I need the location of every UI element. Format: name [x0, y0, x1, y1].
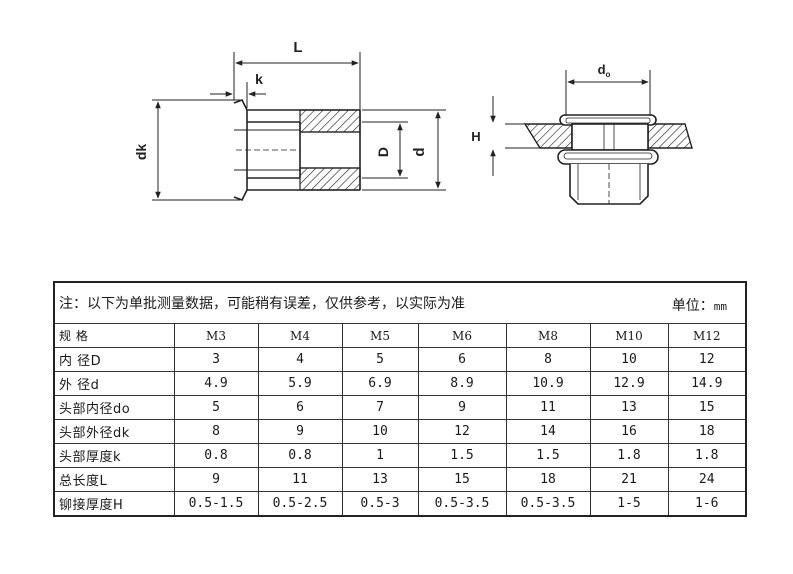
value-cell: 1.8 [667, 443, 747, 468]
label-H: H [471, 129, 480, 144]
value-cell: 8 [173, 419, 259, 444]
value-cell: 18 [667, 419, 747, 444]
row-label: 内 径D [53, 347, 175, 372]
value-cell: 3 [173, 347, 259, 372]
row-label: 头部外径dk [53, 419, 175, 444]
value-cell: 7 [341, 395, 419, 420]
label-L: L [293, 39, 302, 56]
value-cell: 4 [257, 347, 343, 372]
row-label: 外 径d [53, 371, 175, 396]
value-cell: 15 [417, 467, 507, 492]
value-cell: 11 [505, 395, 591, 420]
value-cell: 8.9 [417, 371, 507, 396]
installed-rivet-nut-view [505, 114, 693, 205]
value-cell: 5 [173, 395, 259, 420]
label-D: D [375, 147, 391, 157]
value-cell: 14 [505, 419, 591, 444]
size-cell: M6 [417, 323, 507, 348]
note-row: 注：以下为单批测量数据，可能稍有误差，仅供参考，以实际为准 单位：mm [53, 281, 747, 324]
spec-table: 注：以下为单批测量数据，可能稍有误差，仅供参考，以实际为准 单位：mm 规 格 … [53, 281, 747, 517]
row-label: 铆接厚度H [53, 491, 175, 517]
label-d: d [411, 147, 428, 156]
value-cell: 15 [667, 395, 747, 420]
dimension-d [362, 109, 446, 191]
value-cell: 0.5-3.5 [505, 491, 591, 517]
value-cell: 4.9 [173, 371, 259, 396]
value-cell: 1.5 [505, 443, 591, 468]
value-cell: 10 [589, 347, 669, 372]
value-cell: 0.5-1.5 [173, 491, 259, 517]
value-cell: 10.9 [505, 371, 591, 396]
dimension-dk [152, 99, 240, 201]
size-cell: M10 [589, 323, 669, 348]
value-cell: 16 [589, 419, 669, 444]
value-cell: 9 [173, 467, 259, 492]
dimension-k [210, 82, 266, 108]
label-k: k [255, 71, 263, 87]
dimension-L [233, 52, 361, 110]
value-cell: 0.5-2.5 [257, 491, 343, 517]
value-cell: 0.5-3 [341, 491, 419, 517]
value-cell: 11 [257, 467, 343, 492]
value-cell: 9 [257, 419, 343, 444]
value-cell: 12.9 [589, 371, 669, 396]
value-cell: 1-6 [667, 491, 747, 517]
row-label: 总长度L [53, 467, 175, 492]
value-cell: 13 [589, 395, 669, 420]
value-cell: 1-5 [589, 491, 669, 517]
size-cell: M12 [667, 323, 747, 348]
value-cell: 14.9 [667, 371, 747, 396]
value-cell: 6 [417, 347, 507, 372]
value-cell: 5 [341, 347, 419, 372]
value-cell: 0.8 [257, 443, 343, 468]
note-text: 注：以下为单批测量数据，可能稍有误差，仅供参考，以实际为准 [59, 296, 465, 312]
unit-label: 单位：mm [671, 298, 727, 314]
value-cell: 12 [417, 419, 507, 444]
value-cell: 0.8 [173, 443, 259, 468]
size-cell: M8 [505, 323, 591, 348]
value-cell: 1 [341, 443, 419, 468]
size-header-label: 规 格 [53, 323, 175, 348]
value-cell: 5.9 [257, 371, 343, 396]
label-do: do [598, 62, 611, 79]
size-cell: M4 [257, 323, 343, 348]
note-cell: 注：以下为单批测量数据，可能稍有误差，仅供参考，以实际为准 单位：mm [53, 281, 747, 324]
dimension-do [565, 70, 651, 116]
size-cell: M3 [173, 323, 259, 348]
value-cell: 10 [341, 419, 419, 444]
thread-hatch-bottom [299, 167, 361, 191]
row-label: 头部内径do [53, 395, 175, 420]
value-cell: 0.5-3.5 [417, 491, 507, 517]
value-cell: 13 [341, 467, 419, 492]
value-cell: 12 [667, 347, 747, 372]
thread-hatch-top [299, 109, 361, 133]
size-header-row: 规 格 M3 M4 M5 M6 M8 M10 M12 [53, 323, 747, 348]
value-cell: 24 [667, 467, 747, 492]
value-cell: 8 [505, 347, 591, 372]
size-cell: M5 [341, 323, 419, 348]
value-cell: 1.5 [417, 443, 507, 468]
value-cell: 6 [257, 395, 343, 420]
value-cell: 18 [505, 467, 591, 492]
dimension-D [362, 121, 408, 179]
value-cell: 1.8 [589, 443, 669, 468]
value-cell: 9 [417, 395, 507, 420]
label-dk: dk [133, 144, 149, 161]
technical-drawing: L k dk D d [133, 39, 693, 205]
value-cell: 21 [589, 467, 669, 492]
value-cell: 6.9 [341, 371, 419, 396]
row-label: 头部厚度k [53, 443, 175, 468]
